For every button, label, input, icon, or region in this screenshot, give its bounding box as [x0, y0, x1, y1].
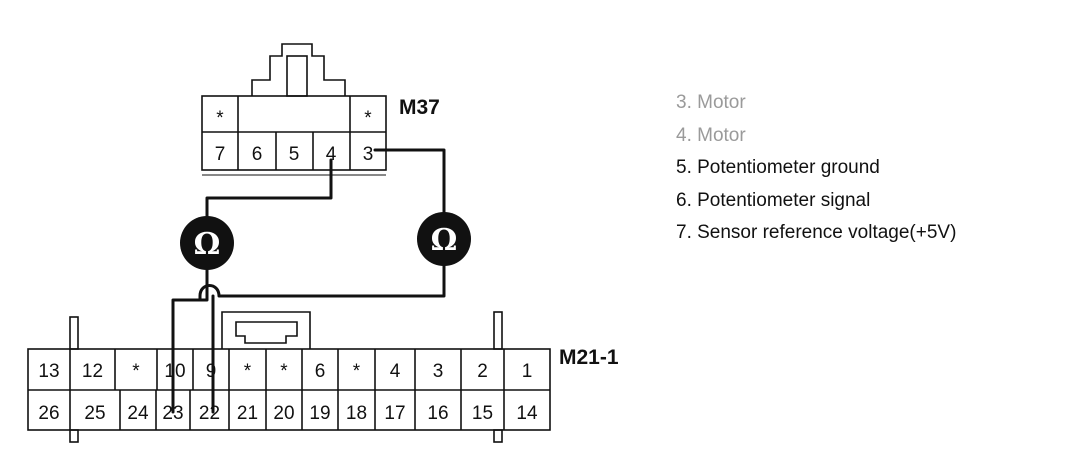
ohm-icon: Ω	[431, 223, 458, 258]
m21-bottom-pin: 17	[384, 403, 405, 424]
m21-top-pin: 10	[164, 361, 185, 382]
m21-bottom-pin: 16	[427, 403, 448, 424]
m21-top-pin: 2	[477, 361, 488, 382]
pin-legend: 3. Motor 4. Motor 5. Potentiometer ground 6…	[676, 90, 956, 253]
m37-latch-slot	[286, 55, 308, 97]
m21-top-pin: 3	[433, 361, 444, 382]
legend-item: 6. Potentiometer signal	[676, 189, 871, 211]
m21-top-pin: 13	[38, 361, 59, 382]
m21-bottom-pin: 21	[237, 403, 258, 424]
m21-bottom-pin: 25	[84, 403, 105, 424]
m21-bottom-pin: 24	[127, 403, 149, 424]
m37-pin: 5	[289, 144, 300, 165]
right-ohmmeter: Ω	[417, 212, 471, 266]
m21-right-post-bottom	[493, 429, 503, 443]
m21-top-pin: *	[132, 361, 140, 382]
m21-bottom-pin: 23	[162, 403, 183, 424]
m37-connector	[201, 43, 387, 176]
m21-latch	[221, 311, 311, 349]
wires	[171, 148, 446, 414]
wire-to-pin22	[198, 260, 446, 302]
m21-latch-inner	[235, 321, 298, 344]
m21-top-pin: *	[353, 361, 361, 382]
m37-label: M37	[399, 96, 440, 119]
m37-pin: 6	[252, 144, 263, 165]
legend-item: 3. Motor	[676, 92, 746, 113]
m21-bottom-pin: 19	[309, 403, 330, 424]
wire-m37-pin3	[373, 148, 446, 214]
wire-to-pin23	[171, 264, 209, 414]
ohm-icon: Ω	[194, 227, 221, 262]
m21-top-pin: 12	[82, 361, 103, 382]
legend-item: 5. Potentiometer ground	[676, 157, 880, 178]
m21-bottom-pin: 15	[472, 403, 493, 424]
m21-left-post-bottom	[69, 429, 79, 443]
m37-pin: 7	[215, 144, 226, 165]
m21-top-pin: 4	[390, 361, 401, 382]
m21-bottom-pin: 14	[516, 403, 538, 424]
m37-pin: 4	[326, 144, 337, 165]
m21-top-pin: *	[280, 361, 288, 382]
m21-bottom-pin: 22	[199, 403, 220, 424]
m37-latch	[251, 43, 346, 96]
wire-m37-pin4	[205, 158, 333, 222]
m21-grid	[69, 349, 505, 430]
legend-item: 7. Sensor reference voltage(+5V)	[676, 222, 957, 243]
left-ohmmeter: Ω	[180, 216, 234, 270]
legend-item: 4. Motor	[676, 124, 746, 146]
m21-label: M21-1	[559, 346, 619, 369]
m21-bottom-pin: 26	[38, 403, 59, 424]
m37-pin: 3	[363, 144, 374, 165]
m37-top-pin: *	[364, 108, 372, 129]
m37-body	[201, 95, 387, 171]
m21-right-post	[493, 311, 503, 350]
m21-top-pin: 6	[315, 361, 326, 382]
m21-top-pin: 1	[522, 361, 533, 382]
m21-bottom-pin: 18	[346, 403, 367, 424]
m21-top-pin: *	[244, 361, 252, 382]
m37-top-pin: *	[216, 108, 224, 129]
m21-top-pin: 9	[206, 361, 217, 382]
m21-left-post	[69, 316, 79, 350]
m21-bottom-pin: 20	[273, 403, 294, 424]
